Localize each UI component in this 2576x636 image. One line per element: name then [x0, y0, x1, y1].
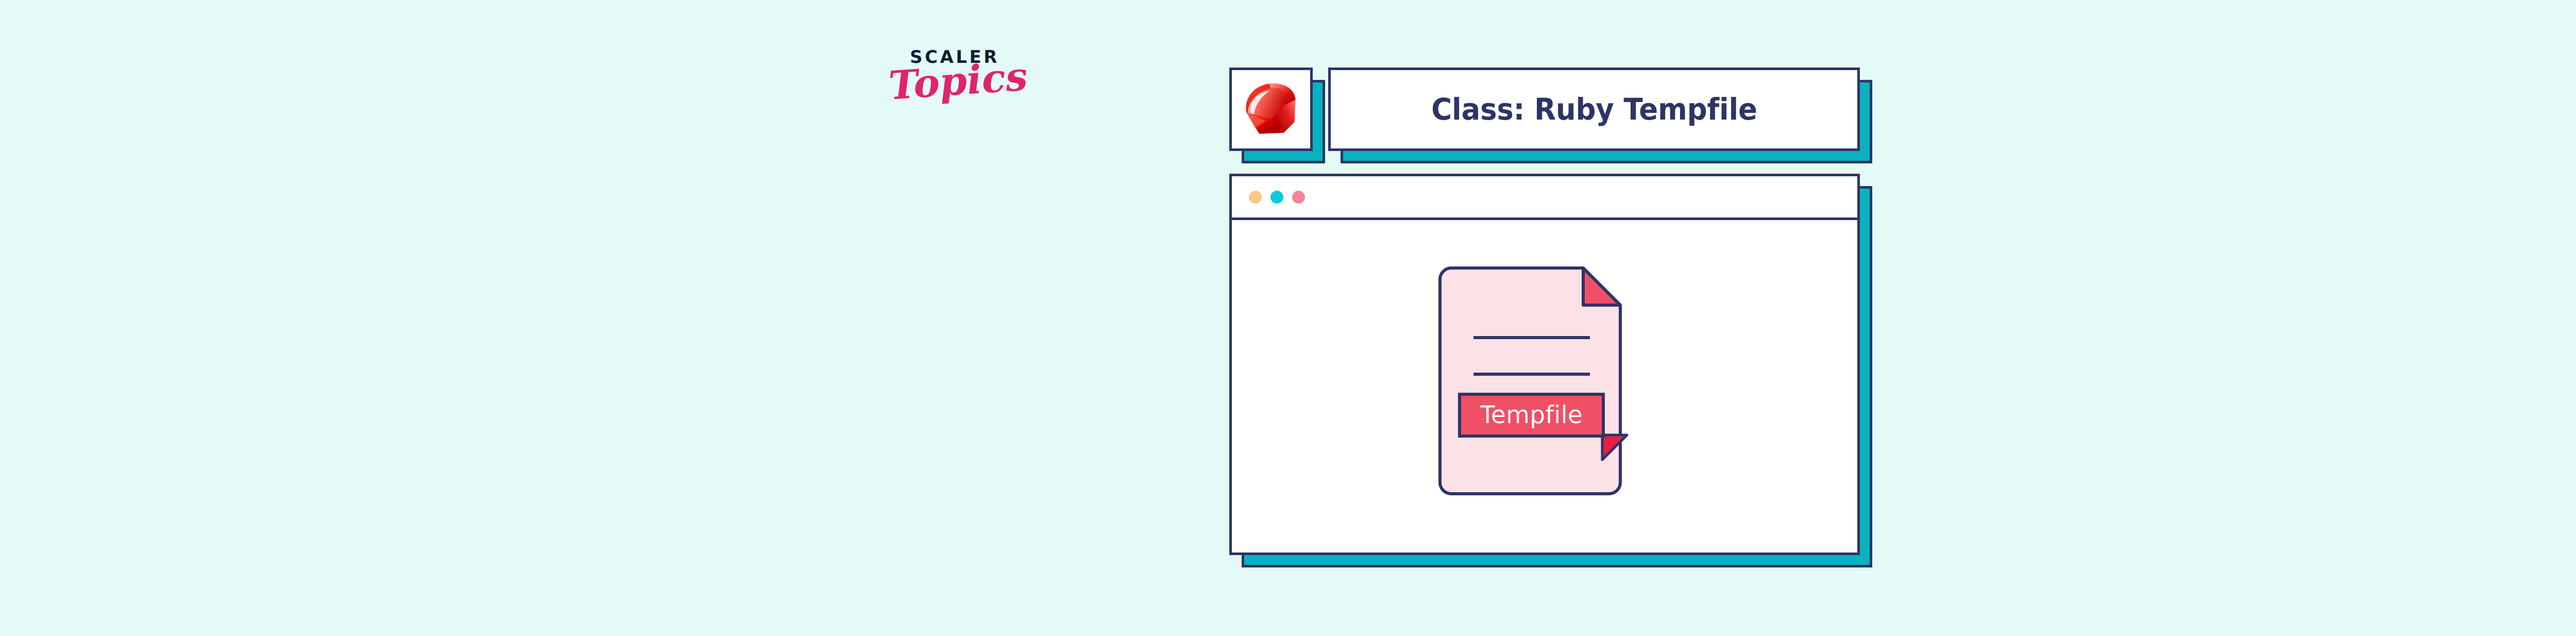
tempfile-document-icon [1438, 266, 1629, 495]
maximize-dot[interactable] [1270, 190, 1283, 204]
minimize-dot[interactable] [1249, 190, 1262, 204]
ribbon-fold [1601, 433, 1629, 461]
brand-name-topics: Topics [887, 53, 1029, 109]
close-dot[interactable] [1292, 190, 1305, 204]
window-titlebar [1232, 176, 1857, 220]
title-plate: Class: Ruby Tempfile [1328, 68, 1860, 151]
browser-window: Tempfile [1229, 174, 1860, 555]
page-title: Class: Ruby Tempfile [1431, 92, 1757, 127]
tempfile-document-illustration: Tempfile [1423, 258, 1666, 515]
ruby-gem-badge [1229, 68, 1313, 151]
ruby-gem-icon [1246, 83, 1296, 134]
ribbon-band [1458, 392, 1605, 438]
brand-name-scaler: SCALER [910, 47, 999, 68]
scaler-topics-logo: SCALER Topics [887, 41, 1029, 129]
window-content-area: Tempfile [1232, 220, 1857, 553]
